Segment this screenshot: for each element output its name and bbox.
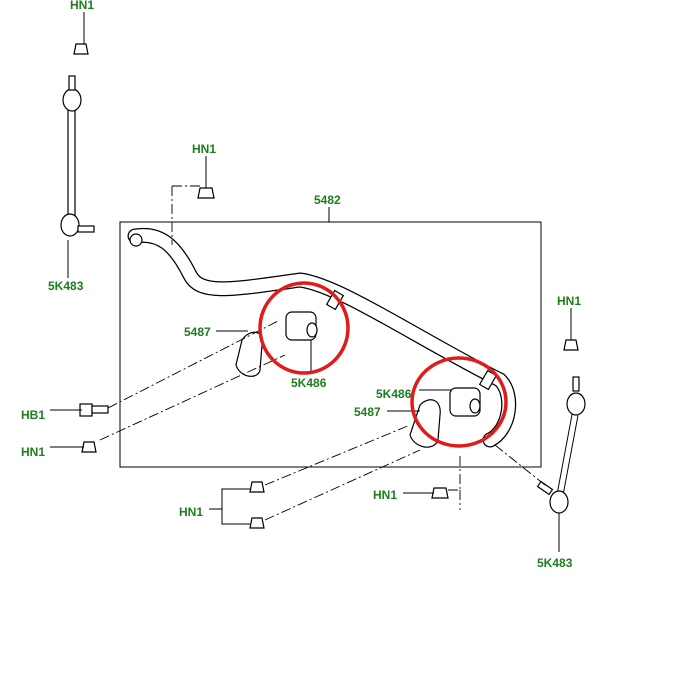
assembly-frame <box>119 221 542 468</box>
center-nut <box>431 487 449 499</box>
highlight-circle-right <box>410 356 508 448</box>
label-hn1-top-left: HN1 <box>70 0 94 12</box>
label-5k486-left: 5K486 <box>291 376 327 390</box>
label-5k483-left: 5K483 <box>48 279 84 293</box>
label-5487-left: 5487 <box>184 325 211 339</box>
label-5482: 5482 <box>314 193 341 207</box>
upper-nut <box>197 187 215 199</box>
bolt <box>79 403 109 417</box>
label-hn1-upper: HN1 <box>192 142 216 156</box>
lower-nut-2 <box>249 517 265 529</box>
label-5k483-right: 5K483 <box>537 556 573 570</box>
label-hn1-left-lower: HN1 <box>21 445 45 459</box>
label-hn1-center: HN1 <box>373 488 397 502</box>
lower-nut-1 <box>249 481 265 493</box>
label-5487-right: 5487 <box>354 405 381 419</box>
label-5k486-right: 5K486 <box>376 387 412 401</box>
right-link <box>536 339 586 514</box>
left-clamp <box>235 331 263 377</box>
label-hn1-right-top: HN1 <box>557 294 581 308</box>
label-hn1-lower: HN1 <box>179 505 203 519</box>
left-link <box>60 43 95 237</box>
left-lower-nut <box>81 441 97 453</box>
label-hb1: HB1 <box>21 408 45 422</box>
highlight-circle-left <box>258 281 350 375</box>
